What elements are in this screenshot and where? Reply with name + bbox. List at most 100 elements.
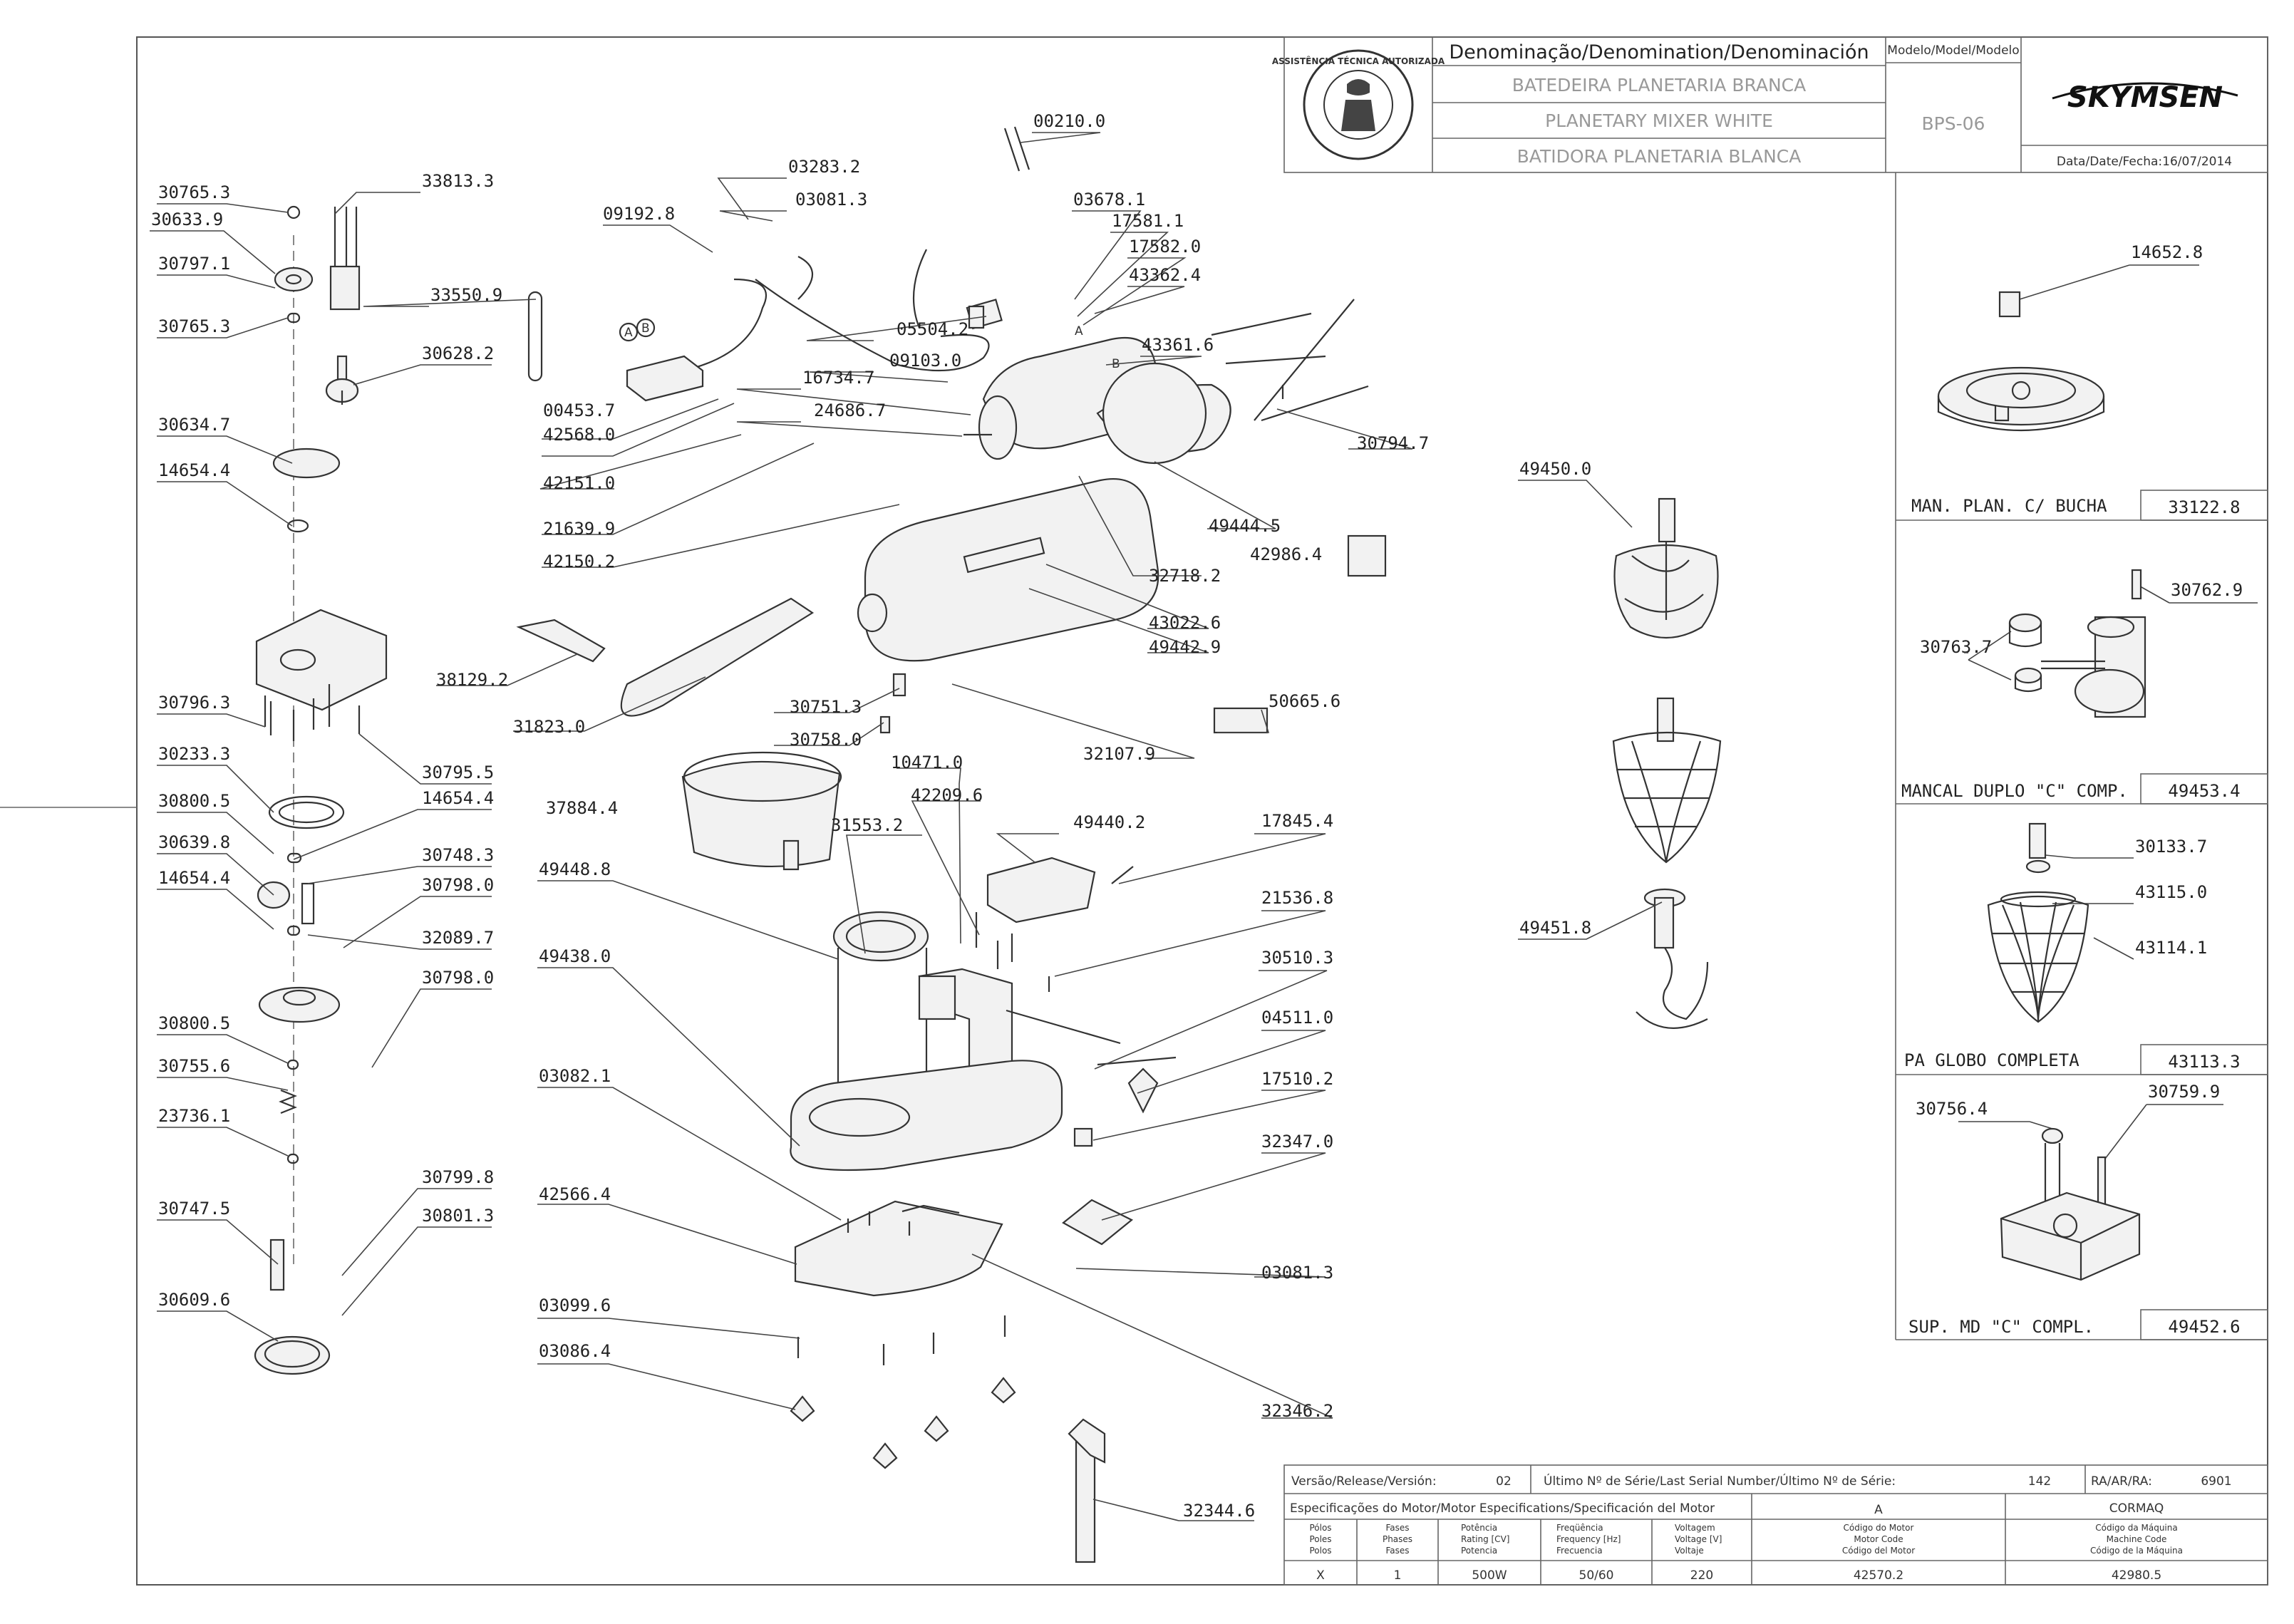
part-label: 30801.3: [422, 1206, 494, 1226]
part-label: 49444.5: [1209, 516, 1281, 536]
part-label: 30628.2: [422, 343, 494, 363]
marker-label: A: [624, 326, 633, 340]
part-label: 49448.8: [539, 859, 611, 879]
part-label: 32346.2: [1261, 1401, 1333, 1421]
part-label: 49450.0: [1519, 459, 1591, 479]
part-label: 42986.4: [1250, 544, 1322, 564]
part-label: 30751.3: [790, 697, 862, 717]
col-header: Voltagem: [1675, 1523, 1715, 1533]
part-label: 05504.2: [897, 319, 968, 339]
part-label: 17510.2: [1261, 1069, 1333, 1089]
marker-label: B: [641, 321, 650, 336]
product-name-pt: BATEDEIRA PLANETARIA BRANCA: [1512, 75, 1806, 95]
motor-letter: A: [1874, 1503, 1883, 1517]
part-label: 30798.0: [422, 968, 494, 988]
subassembly-name: MANCAL DUPLO "C" COMP.: [1901, 781, 2128, 801]
part-label: 30756.4: [1916, 1099, 1988, 1119]
seal-text: ASSISTÊNCIA TÉCNICA AUTORIZADA: [1272, 56, 1445, 66]
power-value: 500W: [1472, 1568, 1507, 1583]
motor-code-value: 42570.2: [1854, 1568, 1903, 1583]
part-label: 30765.3: [158, 182, 230, 202]
part-label: 17582.0: [1129, 237, 1201, 257]
part-label: 30609.6: [158, 1290, 230, 1310]
whisk-complete-drawing: [1987, 822, 2134, 1023]
beaters: [1612, 497, 1722, 1029]
planetary-hub-drawing: [1937, 264, 2199, 432]
col-header: Rating [CV]: [1461, 1534, 1509, 1544]
part-label: 30233.3: [158, 744, 230, 764]
part-label: 30755.6: [158, 1056, 230, 1076]
part-label: 37884.4: [546, 798, 618, 818]
subassembly-panel: MAN. PLAN. C/ BUCHA 33122.8 MANCAL DUPLO…: [1895, 172, 2268, 1340]
part-label: 31823.0: [513, 717, 585, 737]
marker-label: A: [1075, 324, 1083, 338]
part-label: 03678.1: [1073, 190, 1145, 210]
col-header: Poles: [1309, 1534, 1331, 1544]
subassembly-code: 33122.8: [2168, 497, 2240, 517]
product-name-es: BATIDORA PLANETARIA BLANCA: [1517, 146, 1802, 167]
part-label: 43022.6: [1149, 613, 1221, 633]
part-label: 03099.6: [539, 1295, 611, 1315]
part-label: 30633.9: [151, 210, 223, 229]
part-label: 30759.9: [2148, 1082, 2220, 1102]
double-bearing-drawing: [1964, 569, 2258, 718]
part-label: 14654.4: [158, 868, 230, 888]
part-number-labels: 30765.3 33813.3 30633.9 30797.1 30765.3 …: [151, 111, 1591, 1521]
part-label: 38129.2: [436, 670, 508, 690]
motor-maker: CORMAQ: [2109, 1501, 2164, 1516]
col-header: Phases: [1383, 1534, 1412, 1544]
part-label: 43114.1: [2135, 938, 2207, 958]
part-label: 03086.4: [539, 1341, 611, 1361]
col-header: Voltaje: [1675, 1546, 1704, 1556]
part-label: 30763.7: [1920, 637, 1992, 657]
authorized-assistance-seal: ASSISTÊNCIA TÉCNICA AUTORIZADA: [1272, 49, 1445, 160]
col-header: Fases: [1385, 1546, 1409, 1556]
part-label: 30765.3: [158, 316, 230, 336]
part-label: 33813.3: [422, 171, 494, 191]
part-label: 24686.7: [814, 400, 886, 420]
col-header: Polos: [1309, 1546, 1331, 1556]
part-label: 43361.6: [1142, 335, 1214, 355]
serial-value: 142: [2028, 1474, 2051, 1489]
part-label: 49451.8: [1519, 918, 1591, 938]
column-and-base: [790, 911, 1177, 1563]
part-label: 21536.8: [1261, 888, 1333, 908]
part-label: 03081.3: [795, 190, 867, 210]
part-label: 00210.0: [1033, 111, 1105, 131]
part-label: 30798.0: [422, 875, 494, 895]
col-header: Frecuencia: [1556, 1546, 1603, 1556]
subassembly-code: 49453.4: [2168, 781, 2240, 801]
subassembly-code: 49452.6: [2168, 1317, 2240, 1337]
part-label: 00453.7: [543, 400, 615, 420]
part-label: 30634.7: [158, 415, 230, 435]
part-label: 42209.6: [911, 785, 983, 805]
model-header: Modelo/Model/Modelo: [1887, 43, 2019, 58]
date-stamp: Data/Date/Fecha:16/07/2014: [2057, 155, 2232, 169]
part-label: 42151.0: [543, 473, 615, 493]
part-label: 30510.3: [1261, 948, 1333, 968]
part-label: 14654.4: [158, 460, 230, 480]
subassembly-name: MAN. PLAN. C/ BUCHA: [1911, 496, 2107, 516]
part-label: 30800.5: [158, 1013, 230, 1033]
ra-value: 6901: [2201, 1474, 2231, 1489]
part-label: 30800.5: [158, 791, 230, 811]
brand-swoosh: [2052, 82, 2238, 100]
product-name-en: PLANETARY MIXER WHITE: [1545, 110, 1773, 131]
support-md-drawing: [1958, 1104, 2223, 1281]
part-label: 17845.4: [1261, 811, 1333, 831]
part-label: 32344.6: [1183, 1501, 1255, 1521]
col-header: Voltage [V]: [1675, 1534, 1722, 1544]
part-label: 49440.2: [1073, 812, 1145, 832]
part-label: 30799.8: [422, 1167, 494, 1187]
part-label: 32107.9: [1083, 744, 1155, 764]
col-header: Código do Motor: [1844, 1523, 1914, 1533]
drawing-frame: [136, 36, 2268, 1586]
part-label: 09192.8: [603, 204, 675, 224]
subassembly-name: PA GLOBO COMPLETA: [1904, 1050, 2079, 1070]
frequency-value: 50/60: [1579, 1568, 1614, 1583]
motor-spec-header: Especificações do Motor/Motor Especifica…: [1290, 1501, 1715, 1516]
part-label: 50665.6: [1269, 691, 1340, 711]
part-label: 30758.0: [790, 730, 862, 750]
part-label: 43115.0: [2135, 882, 2207, 902]
col-header: Código del Motor: [1842, 1546, 1915, 1556]
